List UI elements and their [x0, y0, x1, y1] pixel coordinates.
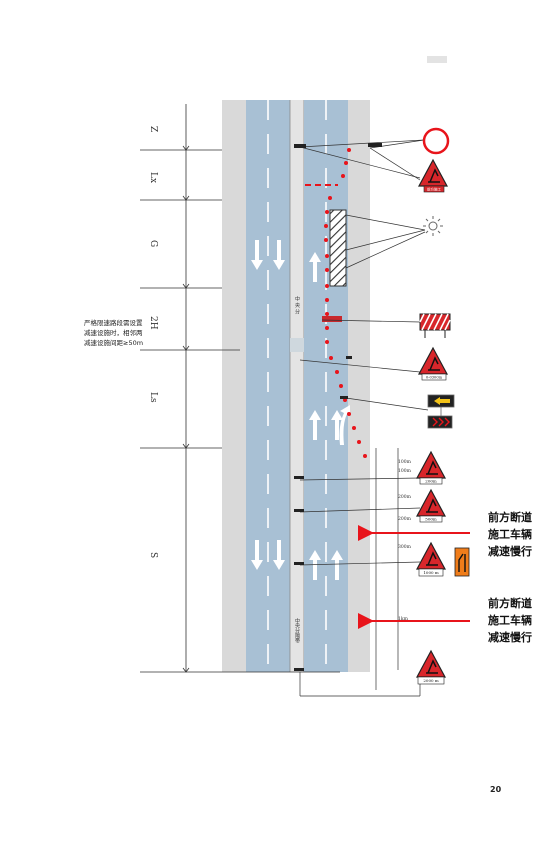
leader-lines [299, 139, 429, 697]
road [222, 100, 370, 672]
distance-200m: 200m [398, 494, 412, 500]
message-line: 减速慢行 [488, 631, 532, 644]
lane-closed-sign [454, 547, 470, 577]
speed-limit-sign [422, 127, 450, 155]
message-line: 前方断道 [488, 511, 532, 524]
sign-plate-text: 0-0300m [426, 376, 443, 380]
median-label-lower: 中央分隔带 [294, 617, 300, 644]
message-line: 前方断道 [488, 597, 532, 610]
warning-lamp-icon [423, 216, 443, 236]
arrow-board-sign [427, 394, 455, 429]
sign-plate-text: 200m [425, 479, 437, 484]
note-line: 减速设施时，相邻两 [84, 329, 143, 337]
segment-label-s: S [148, 552, 158, 558]
arrow-down [251, 540, 263, 570]
sign-plate-text: 1000 m [423, 570, 438, 575]
dimension-line [140, 104, 340, 673]
note-line: 严格限速路段需设置 [84, 319, 143, 327]
message-board-upper: 前方断道 施工车辆 减速慢行 [470, 509, 550, 560]
lane-arrows [251, 240, 350, 580]
construction-warning-sign: 500m [415, 488, 447, 523]
segment-label-z: Z [148, 126, 158, 132]
distance-200m: 200m [398, 516, 412, 522]
arrow-up [331, 410, 343, 440]
sign-plate-text: 500m [425, 517, 437, 522]
segment-label-g: G [148, 240, 158, 247]
construction-warning-sign: 200m [415, 450, 447, 485]
message-line: 施工车辆 [488, 528, 532, 541]
message-line: 减速慢行 [488, 545, 532, 558]
top-logo [427, 56, 447, 63]
arrow-up [309, 410, 321, 440]
spacing-note: 严格限速路段需设置 减速设施时，相邻两 减速设施间距≥50m [84, 318, 164, 348]
message-board-lower: 前方断道 施工车辆 减速慢行 [470, 595, 550, 646]
median-crossover [290, 338, 304, 352]
arrow-up [309, 550, 321, 580]
construction-warning-sign: 2000 m [415, 649, 447, 685]
left-shoulder [222, 100, 246, 672]
arrow-down [251, 240, 263, 270]
segment-label-lx: Lx [148, 172, 158, 183]
road-barricade-sign [419, 313, 451, 338]
median [290, 100, 304, 672]
distance-100m: 100m [398, 459, 412, 465]
arrow-up [309, 252, 321, 282]
construction-warning-sign: 前方施工 [417, 158, 449, 193]
distance-100m: 100m [398, 468, 412, 474]
distance-1km: 1km [398, 616, 409, 622]
right-shoulder [348, 100, 370, 672]
message-line: 施工车辆 [488, 614, 532, 627]
barrier [322, 316, 342, 322]
sign-plate-text: 2000 m [423, 678, 438, 683]
median-label-upper: 中 央 分 [294, 295, 300, 315]
construction-warning-sign: 1000 m [415, 541, 447, 577]
page-number: 20 [490, 785, 502, 794]
sign-plate-text: 前方施工 [427, 187, 441, 192]
distance-300m: 300m [398, 544, 412, 550]
segment-label-2h: 2H [148, 316, 158, 330]
work-area [329, 209, 347, 287]
arrow-down [273, 540, 285, 570]
note-line: 减速设施间距≥50m [84, 339, 144, 347]
arrow-down [273, 240, 285, 270]
construction-warning-sign: 0-0300m [417, 346, 449, 381]
segment-label-ls: Ls [148, 392, 158, 403]
arrow-curve-up [339, 405, 350, 445]
arrow-up [331, 550, 343, 580]
traffic-cones [324, 148, 367, 458]
sign-posts [294, 143, 382, 671]
